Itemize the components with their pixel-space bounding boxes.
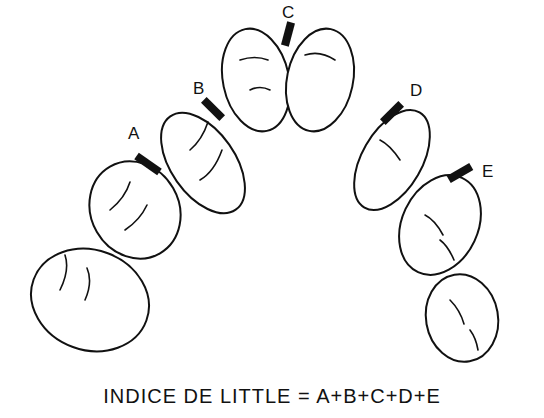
contact-label: E: [482, 163, 493, 180]
contact-label: A: [128, 125, 139, 142]
contact-markers: [134, 21, 473, 183]
contact-label: B: [193, 80, 204, 97]
contact-label: D: [410, 82, 422, 99]
tooth-grooves: [60, 53, 478, 350]
caption: INDICE DE LITTLE = A+B+C+D+E: [103, 386, 441, 406]
right-premolar: [419, 268, 505, 367]
right-canine: [384, 162, 497, 288]
contact-label: C: [282, 4, 294, 21]
right-central-incisor: [277, 22, 363, 137]
